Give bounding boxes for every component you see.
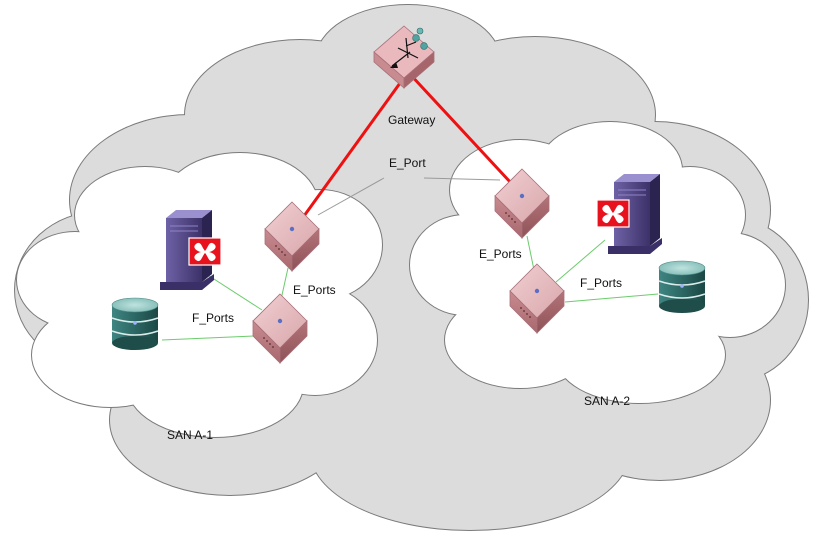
link-right-storage-to-switch bbox=[564, 293, 659, 303]
brocade-logo-icon bbox=[596, 199, 630, 228]
gateway-label: Gateway bbox=[388, 113, 435, 127]
gateway-links bbox=[302, 70, 514, 218]
gateway-link-san-a2 bbox=[406, 70, 514, 186]
gateway-router-icon bbox=[373, 25, 435, 89]
fabric-links bbox=[161, 235, 659, 341]
e-port-callout-lines bbox=[317, 177, 501, 216]
e-port-label: E_Port bbox=[389, 156, 426, 170]
san-a2-name: SAN A-2 bbox=[584, 394, 630, 408]
san-a1-f-ports-label: F_Ports bbox=[192, 311, 234, 325]
san-a1-e-ports-label: E_Ports bbox=[293, 283, 336, 297]
link-left-storage-to-switch bbox=[161, 335, 255, 341]
gateway-link-san-a1 bbox=[302, 70, 410, 218]
storage-cylinder-icon bbox=[658, 260, 706, 314]
link-right-switch-to-switch bbox=[526, 235, 535, 271]
storage-cylinder-icon bbox=[111, 297, 159, 351]
san-a1-name: SAN A-1 bbox=[167, 428, 213, 442]
san-a2-f-ports-label: F_Ports bbox=[580, 276, 622, 290]
brocade-logo-icon bbox=[188, 237, 222, 266]
link-right-server-to-switch bbox=[555, 239, 606, 283]
san-a2-e-ports-label: E_Ports bbox=[479, 247, 522, 261]
